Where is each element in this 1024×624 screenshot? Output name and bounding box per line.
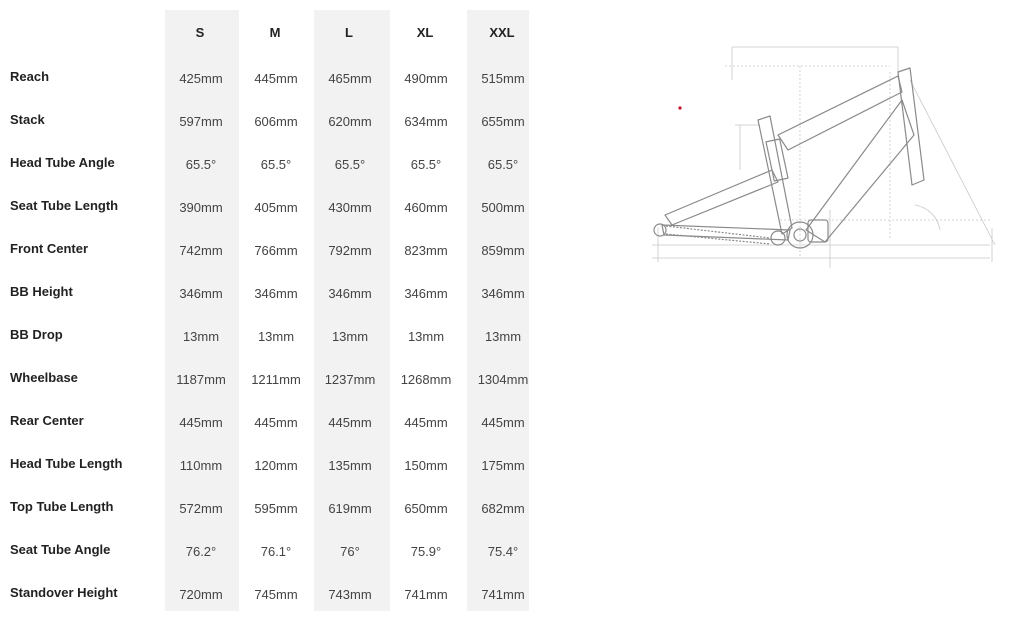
table-cell: 1304mm [477, 372, 529, 387]
row-label: Top Tube Length [10, 499, 114, 514]
table-cell: 1187mm [176, 372, 226, 387]
table-cell: 175mm [481, 458, 525, 473]
table-cell: 465mm [328, 71, 372, 86]
table-cell: 445mm [328, 415, 372, 430]
table-cell: 65.5° [185, 157, 217, 172]
table-cell: 445mm [404, 415, 448, 430]
table-cell: 430mm [328, 200, 372, 215]
accent-dot [678, 106, 682, 110]
table-cell: 823mm [404, 243, 448, 258]
size-header-m: M [269, 25, 281, 40]
table-cell: 655mm [481, 114, 525, 129]
row-label: Wheelbase [10, 370, 78, 385]
frame-outline [653, 67, 925, 249]
row-label: BB Drop [10, 327, 63, 342]
table-cell: 13mm [407, 329, 445, 344]
row-label: Head Tube Angle [10, 155, 115, 170]
column-shade [314, 10, 390, 611]
table-cell: 346mm [179, 286, 223, 301]
table-cell: 13mm [257, 329, 295, 344]
size-header-xxl: XXL [489, 25, 515, 40]
table-cell: 743mm [328, 587, 372, 602]
table-cell: 1211mm [251, 372, 301, 387]
table-cell: 742mm [179, 243, 223, 258]
table-cell: 682mm [481, 501, 525, 516]
table-cell: 460mm [404, 200, 448, 215]
table-cell: 13mm [331, 329, 369, 344]
table-cell: 346mm [328, 286, 372, 301]
table-cell: 65.5° [334, 157, 366, 172]
row-label: Head Tube Length [10, 456, 123, 471]
table-cell: 405mm [254, 200, 298, 215]
table-cell: 741mm [481, 587, 525, 602]
dimension-lines [652, 46, 996, 268]
table-cell: 741mm [404, 587, 448, 602]
row-label: Rear Center [10, 413, 84, 428]
size-header-s: S [195, 25, 205, 40]
table-cell: 150mm [404, 458, 448, 473]
column-shade [165, 10, 239, 611]
table-cell: 1268mm [400, 372, 452, 387]
table-cell: 606mm [254, 114, 298, 129]
table-cell: 76° [340, 544, 360, 559]
table-cell: 720mm [179, 587, 223, 602]
column-shade [467, 10, 529, 611]
table-cell: 65.5° [410, 157, 442, 172]
table-cell: 75.4° [487, 544, 519, 559]
row-label: Front Center [10, 241, 88, 256]
row-label: Stack [10, 112, 45, 127]
table-cell: 620mm [328, 114, 372, 129]
row-label: Standover Height [10, 585, 118, 600]
table-cell: 425mm [179, 71, 223, 86]
table-cell: 445mm [481, 415, 525, 430]
table-cell: 515mm [481, 71, 525, 86]
table-cell: 1237mm [324, 372, 376, 387]
table-cell: 76.2° [185, 544, 217, 559]
table-cell: 490mm [404, 71, 448, 86]
table-cell: 346mm [481, 286, 525, 301]
size-header-xl: XL [416, 25, 434, 40]
table-cell: 745mm [254, 587, 298, 602]
size-header-l: L [345, 25, 353, 40]
table-cell: 595mm [254, 501, 298, 516]
table-cell: 346mm [254, 286, 298, 301]
table-cell: 859mm [481, 243, 525, 258]
table-cell: 597mm [179, 114, 223, 129]
table-cell: 792mm [328, 243, 372, 258]
table-cell: 110mm [179, 458, 223, 473]
table-cell: 445mm [179, 415, 223, 430]
table-cell: 650mm [404, 501, 448, 516]
table-cell: 766mm [254, 243, 298, 258]
table-cell: 346mm [404, 286, 448, 301]
table-cell: 634mm [404, 114, 448, 129]
table-cell: 76.1° [260, 544, 292, 559]
table-cell: 13mm [484, 329, 522, 344]
table-cell: 445mm [254, 415, 298, 430]
row-label: Seat Tube Angle [10, 542, 111, 557]
table-cell: 120mm [254, 458, 298, 473]
row-label: Reach [10, 69, 50, 84]
table-cell: 65.5° [260, 157, 292, 172]
table-cell: 135mm [328, 458, 372, 473]
table-cell: 75.9° [410, 544, 442, 559]
table-cell: 619mm [328, 501, 372, 516]
table-cell: 445mm [254, 71, 298, 86]
row-label: Seat Tube Length [10, 198, 119, 213]
table-cell: 13mm [182, 329, 220, 344]
table-cell: 65.5° [487, 157, 519, 172]
table-cell: 390mm [179, 200, 223, 215]
bike-frame-geometry-diagram [652, 46, 996, 268]
row-label: BB Height [10, 284, 73, 299]
table-cell: 572mm [179, 501, 223, 516]
table-cell: 500mm [481, 200, 525, 215]
